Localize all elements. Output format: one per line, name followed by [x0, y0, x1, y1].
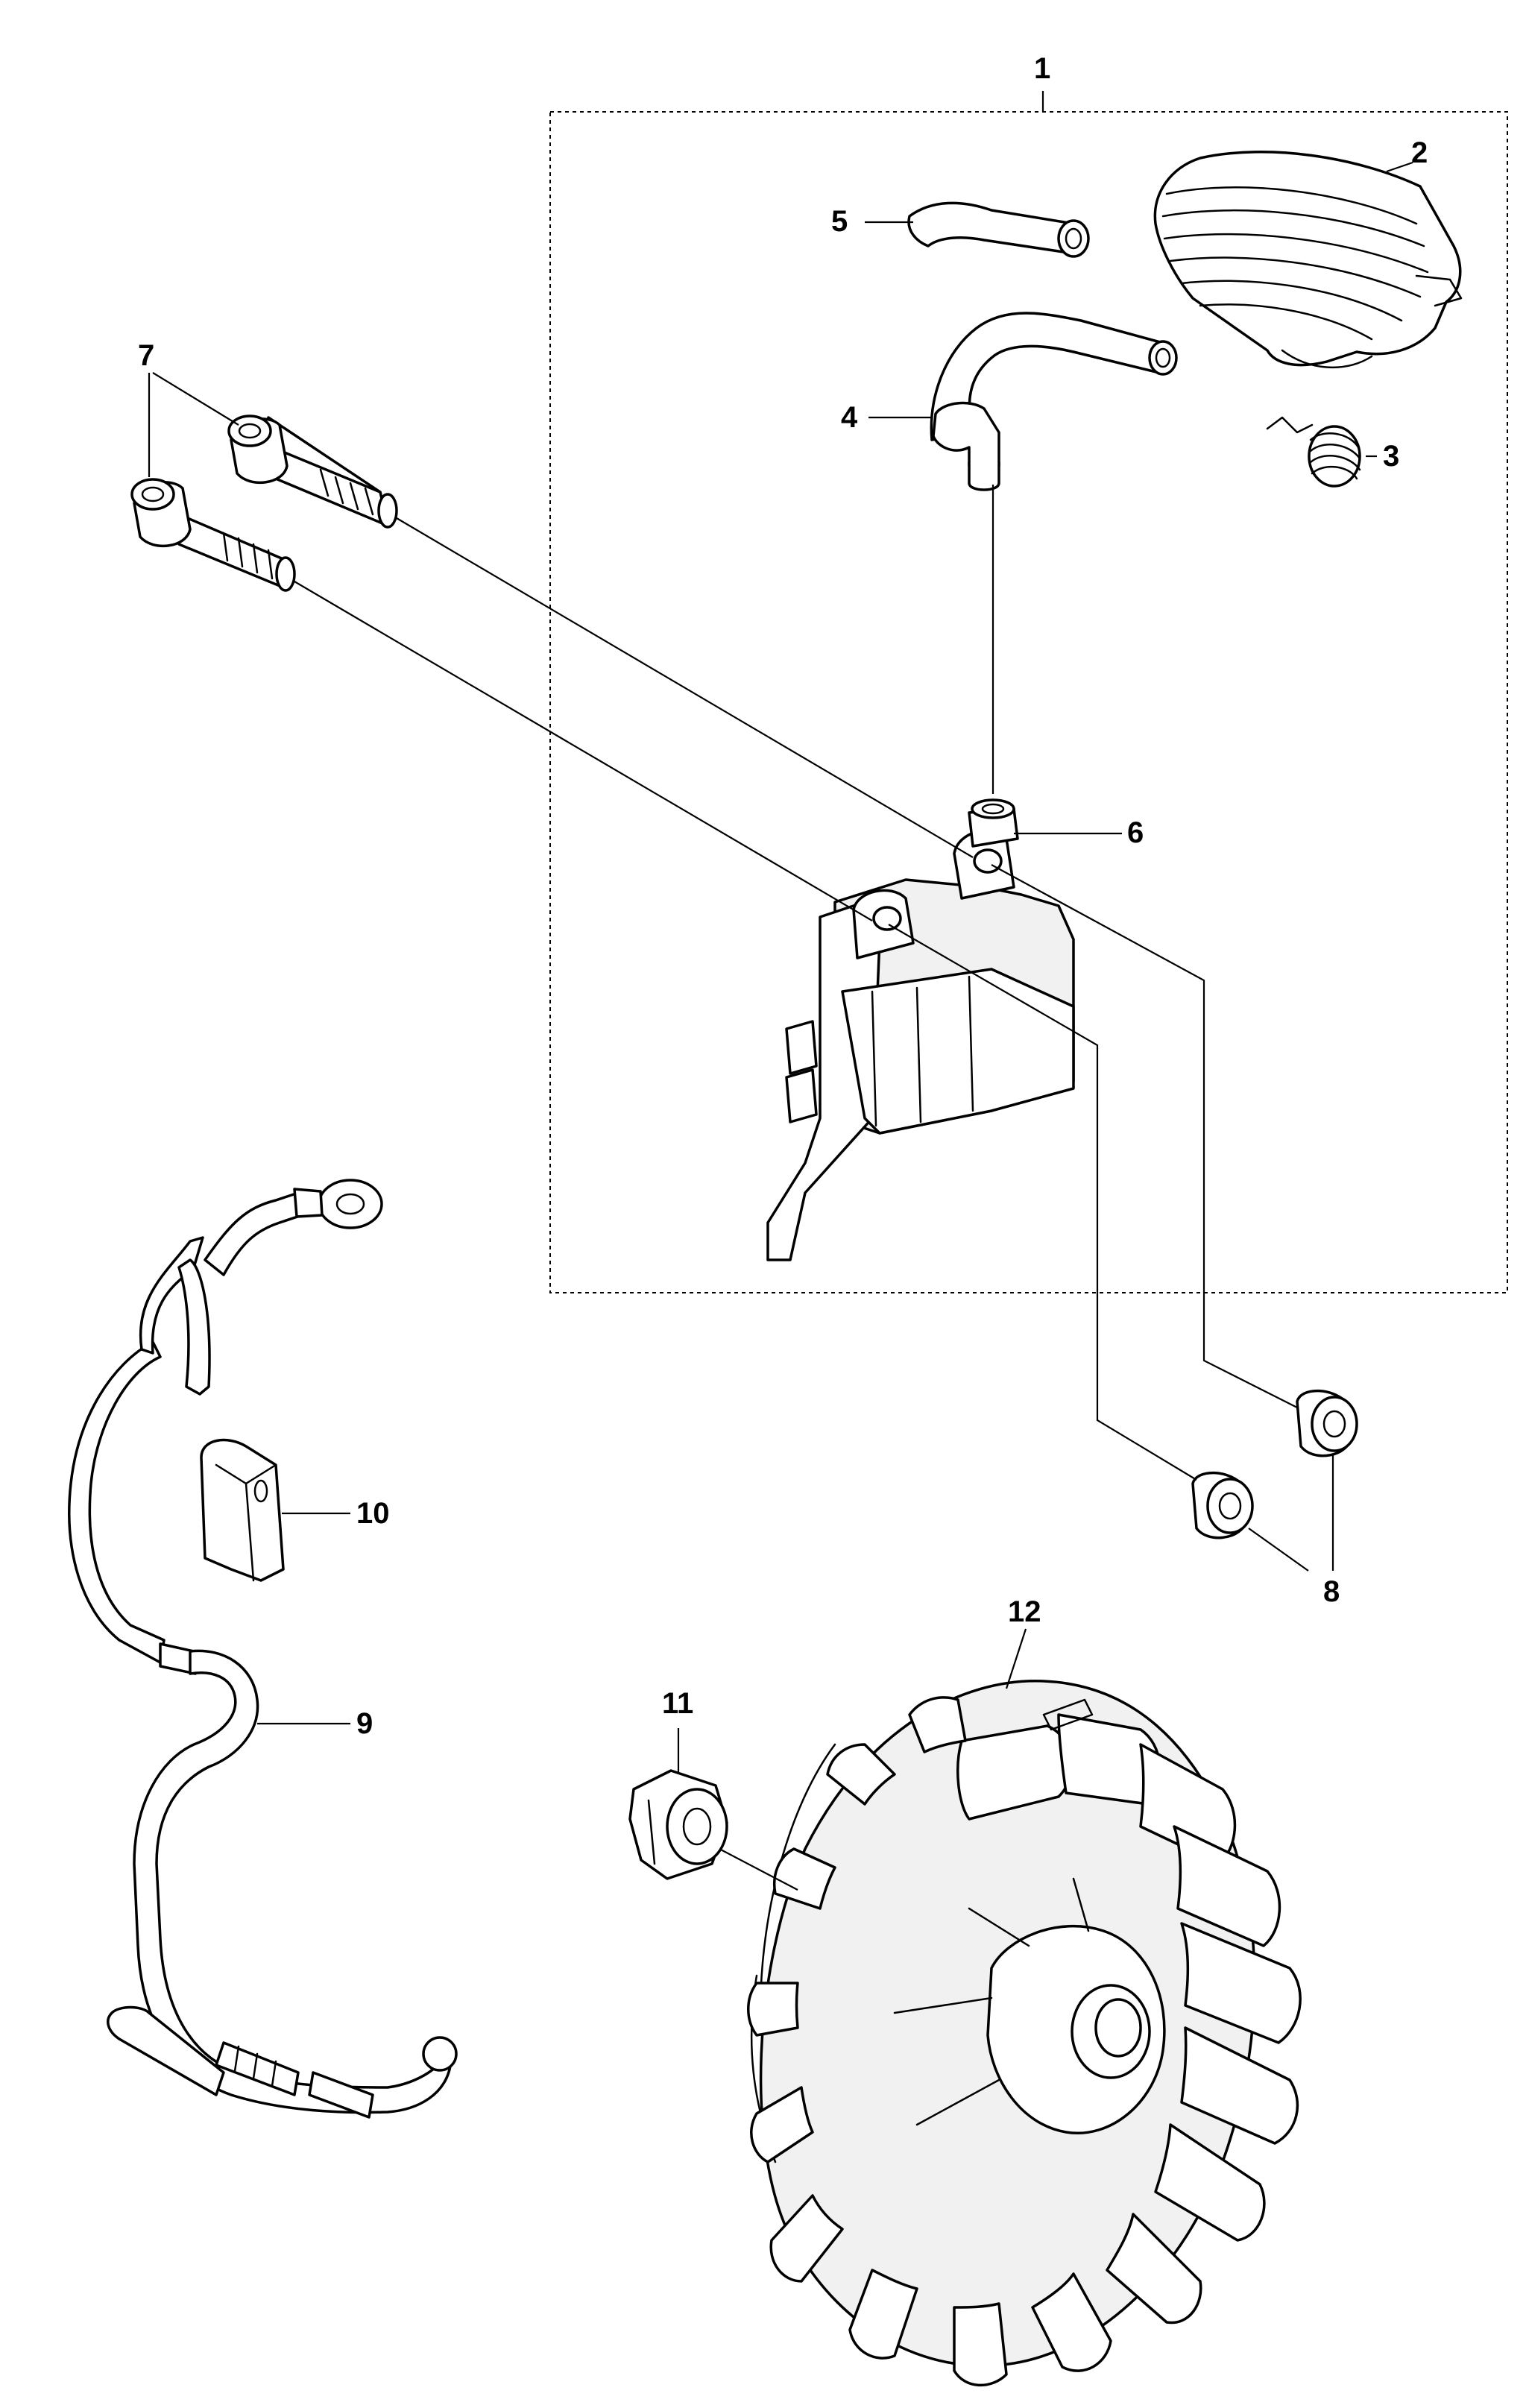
- part-12-flywheel[interactable]: [747, 1680, 1302, 2387]
- part-7-screw-upper[interactable]: [227, 415, 398, 529]
- part-7-screw-lower[interactable]: [130, 478, 296, 592]
- callout-2: 2: [1411, 136, 1428, 169]
- part-9-cable-harness[interactable]: [68, 1179, 458, 2119]
- callout-11: 11: [662, 1687, 693, 1720]
- callout-1: 1: [1034, 52, 1050, 85]
- callout-5: 5: [831, 205, 848, 238]
- part-10-cable-clip[interactable]: [200, 1438, 285, 1582]
- callout-12: 12: [1008, 1595, 1041, 1628]
- part-2-cover[interactable]: [1153, 151, 1463, 368]
- leader-lines: [148, 91, 1413, 1891]
- part-5-short-hose[interactable]: [907, 201, 1090, 258]
- callout-8: 8: [1323, 1575, 1340, 1608]
- callout-6: 6: [1127, 816, 1144, 849]
- ignition-kit-boundary: [549, 111, 1508, 1293]
- callout-9: 9: [356, 1707, 373, 1740]
- callout-labels: 1 2 3 4 5 6 7 8 9 10 11 12: [138, 52, 1428, 1740]
- part-6-ignition-module[interactable]: [766, 798, 1075, 1261]
- part-8-spacer-lower[interactable]: [1191, 1471, 1254, 1539]
- part-3-spring[interactable]: [1266, 416, 1361, 488]
- callout-10: 10: [356, 1497, 390, 1530]
- callout-7: 7: [138, 339, 154, 372]
- callout-3: 3: [1383, 440, 1399, 473]
- part-11-flywheel-nut[interactable]: [628, 1769, 728, 1880]
- part-4-bent-hose[interactable]: [930, 312, 1178, 491]
- callout-4: 4: [841, 401, 858, 434]
- part-8-spacer-upper[interactable]: [1296, 1389, 1358, 1457]
